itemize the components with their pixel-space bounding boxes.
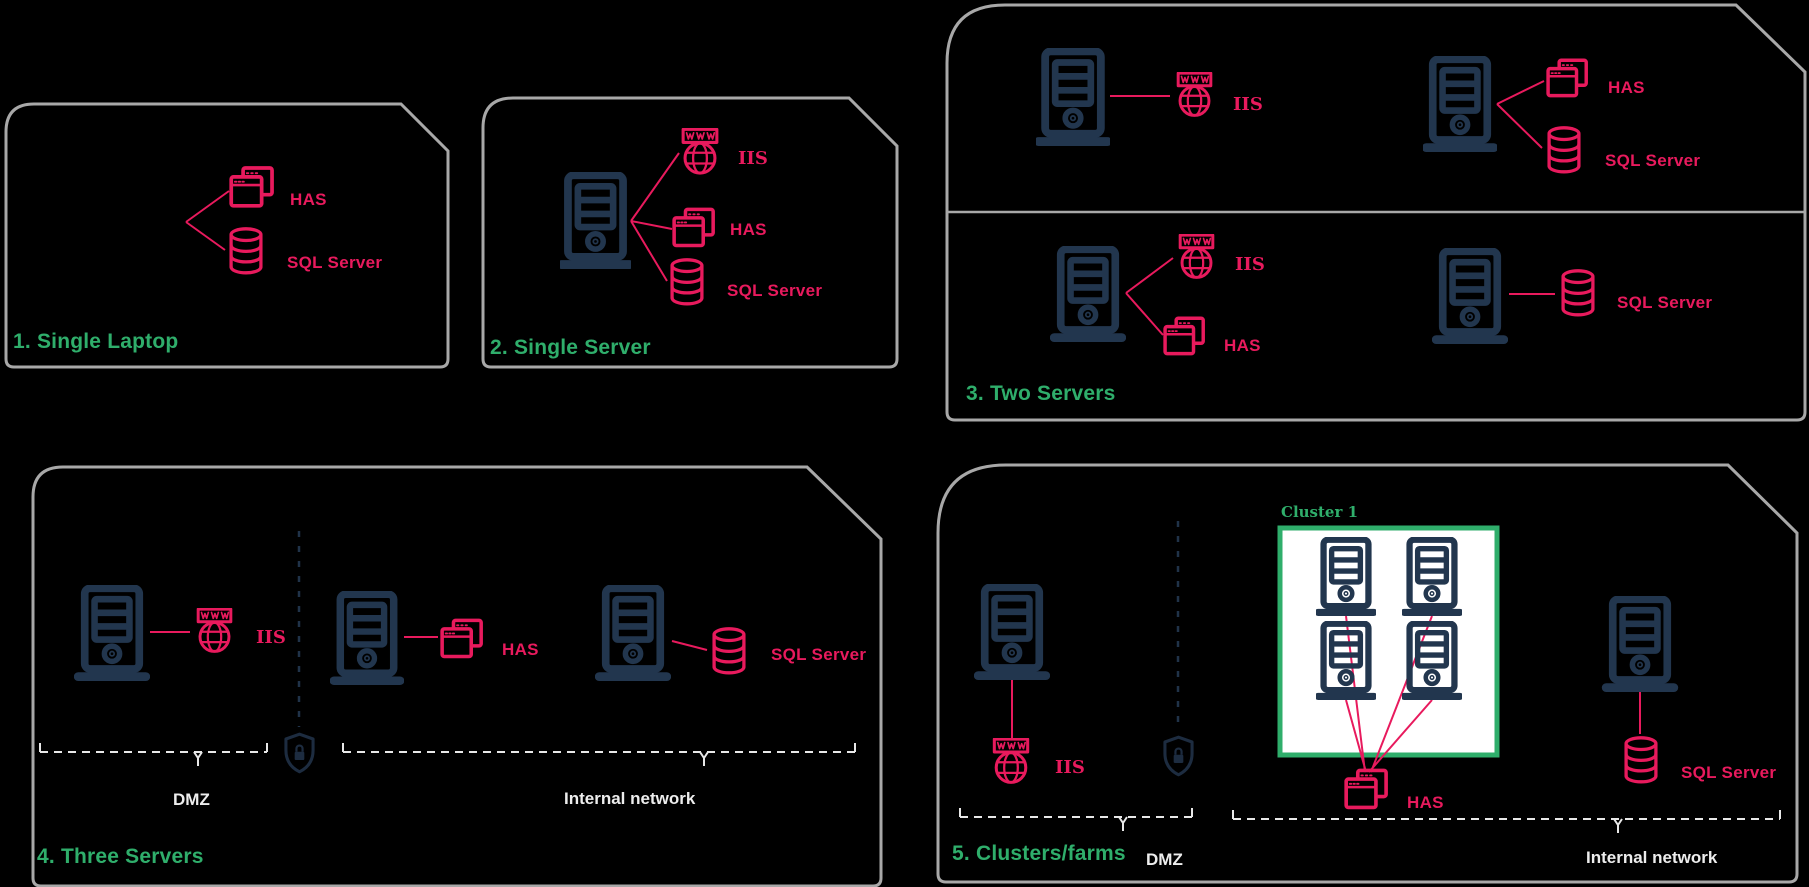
iis-label: IIS	[738, 148, 768, 169]
sql-database-icon	[712, 627, 746, 675]
iis-globe-icon	[992, 738, 1030, 784]
has-label: HAS	[1224, 336, 1261, 355]
sql-database-icon	[1547, 126, 1581, 174]
panel-title: 4. Three Servers	[37, 845, 204, 868]
internal-zone-brace	[1232, 810, 1781, 833]
sql-server-label: SQL Server	[1681, 763, 1777, 782]
panel-title: 1. Single Laptop	[13, 330, 179, 353]
panel-border	[4, 102, 450, 369]
sql-database-icon	[670, 258, 704, 306]
cluster-connector-lines	[1345, 615, 1433, 773]
sql-server-label: SQL Server	[1617, 293, 1713, 312]
sql-database-icon	[1561, 269, 1595, 317]
panel-title: 2. Single Server	[490, 336, 651, 359]
server-icon	[561, 175, 629, 264]
has-app-icon	[1163, 316, 1206, 356]
iis-globe-icon	[1178, 234, 1215, 279]
dmz-zone-brace	[959, 808, 1193, 831]
panel-border	[936, 463, 1799, 884]
has-label: HAS	[290, 190, 327, 209]
connector-lines	[150, 631, 708, 651]
panel-border	[481, 96, 899, 369]
cluster-box	[1277, 525, 1500, 758]
sql-server-label: SQL Server	[287, 253, 383, 272]
panel-single-laptop	[4, 102, 450, 369]
dmz-zone-label: DMZ	[173, 790, 210, 809]
panel-two-servers	[945, 3, 1807, 422]
panel-border	[945, 3, 1807, 422]
panel-clusters-farms	[936, 463, 1799, 884]
panel-single-server	[481, 96, 899, 369]
server-icon	[599, 588, 667, 676]
iis-globe-icon	[1176, 72, 1213, 117]
dmz-zone-brace	[39, 743, 268, 766]
server-icon	[1054, 249, 1122, 337]
internal-zone-brace	[342, 743, 856, 766]
panel-three-servers	[31, 465, 883, 887]
has-label: HAS	[730, 220, 767, 239]
connector-lines	[1011, 680, 1641, 738]
has-label: HAS	[502, 640, 539, 659]
internal-network-label: Internal network	[564, 789, 696, 808]
server-icon	[1436, 251, 1504, 339]
server-icon	[334, 594, 400, 681]
has-label: HAS	[1407, 793, 1444, 812]
connector-lines	[185, 190, 230, 251]
firewall-shield-icon	[1163, 735, 1194, 777]
iis-label: IIS	[256, 627, 286, 648]
has-app-icon	[672, 207, 716, 248]
server-icon	[78, 588, 146, 676]
cluster-label: Cluster 1	[1281, 503, 1359, 521]
has-label: HAS	[1608, 78, 1645, 97]
has-app-icon	[1546, 58, 1589, 98]
server-icon	[1426, 59, 1494, 147]
internal-network-label: Internal network	[1586, 848, 1718, 867]
iis-globe-icon	[196, 608, 233, 653]
iis-label: IIS	[1235, 254, 1265, 275]
panel-title: 5. Clusters/farms	[952, 842, 1126, 865]
iis-label: IIS	[1233, 94, 1263, 115]
sql-server-label: SQL Server	[727, 281, 823, 300]
sql-database-icon	[1624, 736, 1658, 784]
sql-database-icon	[229, 227, 263, 275]
server-icon	[1038, 51, 1107, 141]
server-icon	[1606, 599, 1674, 687]
dmz-zone-label: DMZ	[1146, 850, 1183, 869]
has-app-icon	[229, 166, 274, 208]
firewall-shield-icon	[284, 732, 315, 774]
panel-title: 3. Two Servers	[966, 382, 1116, 405]
has-app-icon	[1344, 768, 1388, 810]
connector-lines-b	[1125, 257, 1555, 336]
connector-lines-a	[1110, 80, 1545, 149]
sql-server-label: SQL Server	[771, 645, 867, 664]
connector-lines	[630, 152, 680, 282]
panel-border	[31, 465, 883, 887]
sql-server-label: SQL Server	[1605, 151, 1701, 170]
has-app-icon	[440, 618, 484, 659]
iis-globe-icon	[681, 128, 719, 175]
iis-label: IIS	[1055, 757, 1085, 778]
server-icon	[978, 587, 1046, 675]
